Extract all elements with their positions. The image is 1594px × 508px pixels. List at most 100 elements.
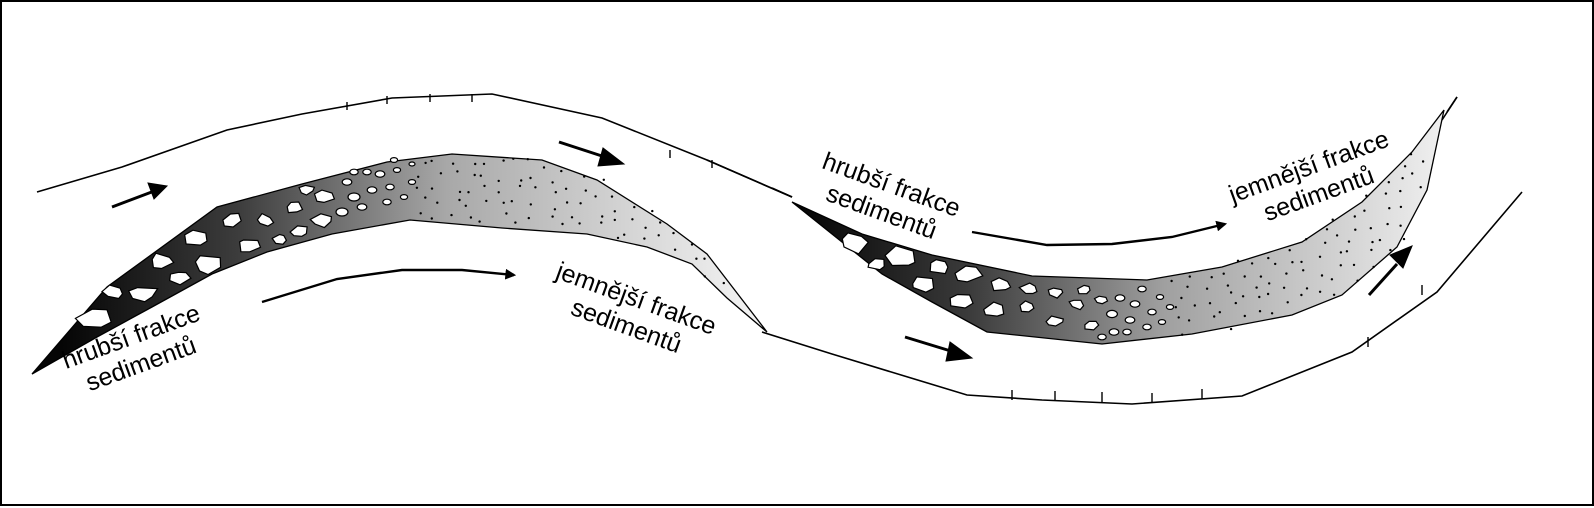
sediment-dot	[458, 190, 462, 194]
sediment-dot	[510, 200, 513, 203]
clast	[184, 229, 208, 246]
sediment-dot	[1259, 275, 1263, 278]
sediment-dot	[1213, 315, 1216, 318]
clast	[1142, 323, 1152, 331]
sediment-dot	[1186, 285, 1189, 288]
sediment-dot	[673, 248, 677, 251]
clast	[392, 167, 402, 174]
sediment-dot	[1325, 228, 1329, 231]
sediment-dot	[1345, 250, 1349, 253]
sediment-dot	[644, 226, 647, 229]
sediment-dot	[1384, 192, 1388, 195]
clast	[1018, 282, 1038, 295]
clast	[347, 192, 361, 202]
point-bar-right	[791, 109, 1445, 345]
clast	[990, 277, 1012, 292]
sediment-dot	[1177, 316, 1180, 319]
clast	[298, 184, 316, 196]
clast	[929, 259, 949, 275]
sediment-dot	[483, 184, 486, 188]
clast	[151, 252, 175, 270]
sediment-dot	[1210, 276, 1213, 279]
river-banks	[36, 93, 1523, 405]
sediment-dot	[415, 186, 419, 189]
sediment-dot	[1208, 302, 1212, 305]
clast	[407, 179, 417, 186]
clast	[194, 255, 222, 276]
sediment-dot	[1369, 227, 1373, 230]
sediment-dot	[1378, 238, 1382, 242]
sediment-dot	[583, 175, 586, 178]
sediment-dot	[1399, 189, 1402, 193]
sediment-dot	[1335, 234, 1339, 237]
sediment-dot	[1388, 207, 1391, 210]
upper-bank-right	[706, 159, 793, 198]
clast	[385, 183, 395, 191]
clast	[1137, 285, 1147, 293]
sediment-dot	[529, 203, 532, 206]
clast	[949, 293, 974, 309]
clast	[399, 194, 409, 201]
sediment-dot	[633, 205, 636, 209]
clast	[382, 198, 392, 206]
clast	[1165, 304, 1175, 311]
sediment-dot	[1229, 291, 1233, 294]
sediment-dot	[623, 233, 626, 236]
sediment-dot	[703, 275, 706, 278]
sediment-dot	[1291, 261, 1294, 264]
sediment-dot	[512, 157, 515, 160]
fine-sediment-dots	[415, 153, 1425, 336]
sediment-dot	[419, 212, 422, 215]
flow-arrows	[111, 140, 1413, 362]
sediment-dot	[1181, 333, 1184, 336]
clast	[341, 178, 353, 186]
sediment-dot	[554, 191, 557, 194]
sediment-dot	[584, 189, 587, 192]
clast	[169, 271, 192, 286]
sediment-dot	[1352, 263, 1356, 267]
flow-arrow-icon	[111, 182, 169, 209]
sediment-dot	[436, 201, 439, 204]
sediment-dot	[518, 184, 522, 188]
sediment-dot	[1234, 301, 1238, 305]
sediment-dot	[1300, 293, 1303, 297]
sediment-dot	[424, 196, 427, 199]
sediment-dot	[613, 210, 616, 213]
sediment-dot	[1288, 249, 1291, 252]
sediment-dot	[1274, 262, 1277, 266]
sediment-dot	[1389, 248, 1392, 252]
clast	[954, 265, 984, 283]
clast	[362, 168, 372, 176]
sediment-dot	[1365, 194, 1368, 197]
upper-bank	[36, 93, 793, 198]
sediment-dot	[1258, 310, 1262, 313]
sediment-dot	[651, 209, 654, 213]
coarse-clasts	[74, 157, 1175, 341]
sediment-dot	[430, 159, 433, 163]
sediment-dot	[1188, 275, 1192, 278]
sediment-dot	[551, 181, 554, 184]
sediment-dot	[1305, 238, 1308, 241]
sediment-dot	[561, 222, 564, 226]
clast	[127, 286, 159, 303]
sediment-dot	[1401, 177, 1404, 180]
sediment-dot	[602, 178, 605, 181]
sediment-dot	[1300, 260, 1303, 264]
sediment-dot	[1356, 279, 1359, 282]
right-bank-top	[1441, 96, 1458, 121]
clast	[408, 161, 416, 167]
sediment-dot	[1250, 262, 1254, 265]
sediment-dot	[1205, 287, 1209, 290]
clast	[1097, 333, 1107, 341]
clast	[1045, 315, 1065, 327]
clast	[1122, 328, 1132, 336]
sediment-dot	[1320, 274, 1324, 277]
sediment-dot	[1399, 224, 1402, 227]
sediment-dot	[1419, 186, 1422, 189]
sediment-dot	[657, 234, 660, 237]
sediment-dot	[1353, 215, 1357, 218]
sediment-dot	[1332, 293, 1336, 296]
sediment-dot	[1330, 278, 1334, 281]
clast	[335, 207, 349, 217]
